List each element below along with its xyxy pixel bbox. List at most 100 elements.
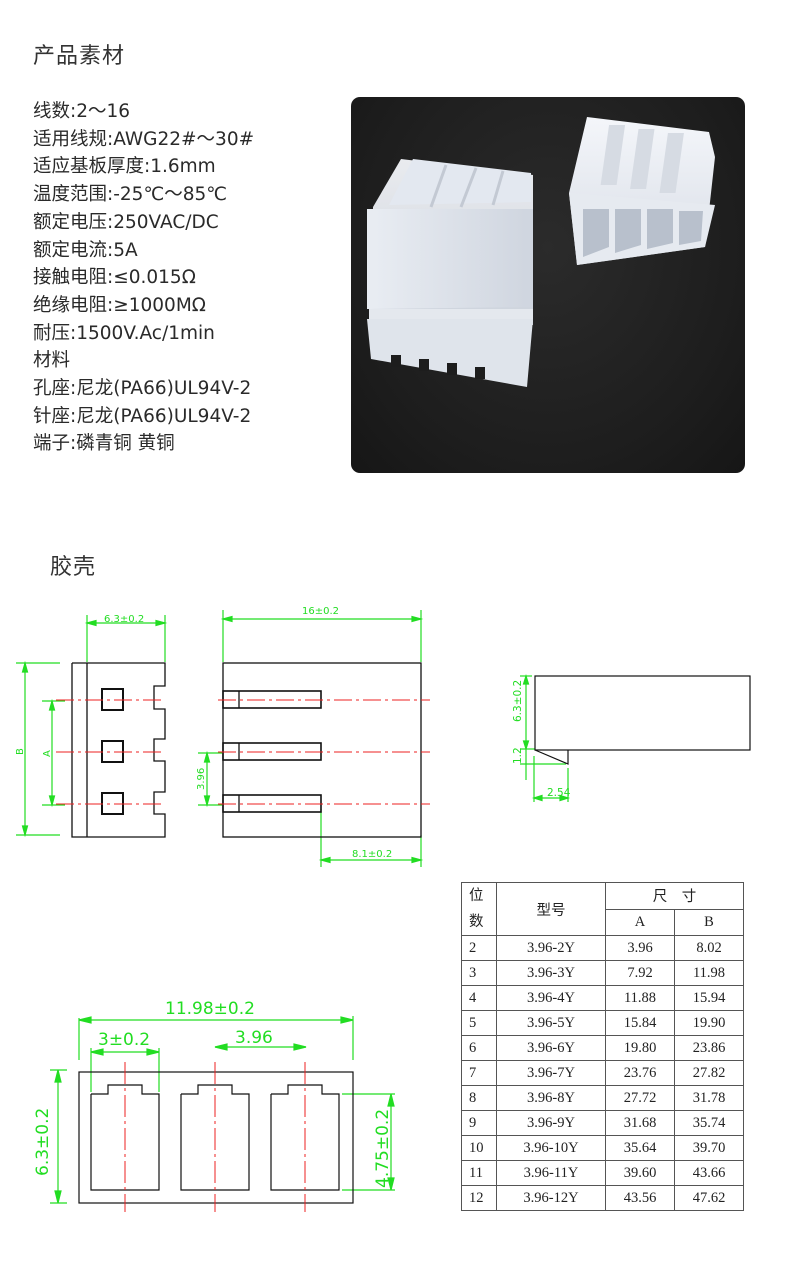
dim-label: 3.96 [196,768,207,790]
cell-a: 7.92 [605,960,675,986]
dim-label: 4.75±0.2 [373,1109,393,1188]
spec-line: 针座:尼龙(PA66)UL94V-2 [33,405,252,427]
dim-label: 3±0.2 [98,1030,150,1050]
cell-pos: 2 [461,935,497,961]
header-positions-bottom: 数 [469,914,484,930]
cell-pos: 10 [461,1135,497,1161]
spec-line: 耐压:1500V.Ac/1min [33,322,215,344]
material-section-title: 产品素材 [33,44,126,69]
dim-label: 16±0.2 [302,606,339,617]
spec-line: 绝缘电阻:≥1000MΩ [33,294,206,316]
cell-a: 11.88 [605,985,675,1011]
cell-b: 43.66 [674,1160,744,1186]
header-positions-top: 位 [469,888,484,904]
cell-a: 15.84 [605,1010,675,1036]
dim-label: 8.1±0.2 [352,849,392,860]
cell-b: 11.98 [674,960,744,986]
cell-a: 43.56 [605,1185,675,1211]
right-connector [569,117,715,265]
cell-b: 35.74 [674,1110,744,1136]
cell-pos: 6 [461,1035,497,1061]
housing-section-title: 胶壳 [50,555,97,580]
header-a: A [605,908,675,936]
spec-line: 端子:磷青铜 黄铜 [33,433,175,455]
spec-line: 额定电流:5A [33,239,138,261]
connector-illustration [367,117,715,387]
dim-label: 11.98±0.2 [165,999,255,1019]
spec-line: 线数:2～16 [33,101,131,122]
dim-label: A [42,750,53,757]
dim-label: B [15,748,26,755]
dim-label: 6.3±0.2 [33,1108,53,1176]
cell-model: 3.96-2Y [496,935,606,961]
cell-b: 15.94 [674,985,744,1011]
cell-a: 31.68 [605,1110,675,1136]
dim-label: 6.3±0.2 [104,614,144,625]
cell-pos: 11 [461,1160,497,1186]
cell-b: 31.78 [674,1085,744,1111]
housing-end-drawing: 11.98±0.2 3±0.2 3.96 6.3±0.2 4.75±0.2 [33,999,395,1212]
cell-a: 3.96 [605,935,675,961]
spec-line: 温度范围:-25℃～85℃ [33,184,228,206]
spec-line: 材料 [33,350,71,372]
cell-model: 3.96-4Y [496,985,606,1011]
dim-label: 3.96 [235,1028,273,1048]
spec-line: 孔座:尼龙(PA66)UL94V-2 [33,378,252,400]
cell-model: 3.96-5Y [496,1010,606,1036]
cell-model: 3.96-8Y [496,1085,606,1111]
housing-profile-drawing: 6.3±0.2 1.2 2.54 [512,673,751,802]
cell-pos: 9 [461,1110,497,1136]
cell-a: 19.80 [605,1035,675,1061]
cell-model: 3.96-12Y [496,1185,606,1211]
cell-b: 8.02 [674,935,744,961]
cell-model: 3.96-10Y [496,1135,606,1161]
cell-model: 3.96-6Y [496,1035,606,1061]
cell-b: 47.62 [674,1185,744,1211]
housing-front-side-drawing: 6.3±0.2 16±0.2 8.1±0.2 B A 3.96 [15,606,430,867]
cell-pos: 5 [461,1010,497,1036]
spec-list: 线数:2～16 适用线规:AWG22#～30# 适应基板厚度:1.6mm 温度范… [33,98,254,458]
cell-a: 23.76 [605,1060,675,1086]
cell-model: 3.96-3Y [496,960,606,986]
cell-a: 27.72 [605,1085,675,1111]
header-size: 尺 寸 [605,882,744,910]
cell-pos: 3 [461,960,497,986]
spec-line: 额定电压:250VAC/DC [33,211,219,233]
header-b: B [674,908,744,936]
cell-model: 3.96-11Y [496,1160,606,1186]
spec-line: 接触电阻:≤0.015Ω [33,267,196,289]
cell-pos: 7 [461,1060,497,1086]
cell-b: 39.70 [674,1135,744,1161]
cell-model: 3.96-7Y [496,1060,606,1086]
left-connector [367,159,533,387]
dim-label: 6.3±0.2 [512,680,524,722]
cell-a: 35.64 [605,1135,675,1161]
spec-line: 适用线规:AWG22#～30# [33,128,255,150]
cell-model: 3.96-9Y [496,1110,606,1136]
dim-label: 2.54 [547,787,571,799]
cell-pos: 12 [461,1185,497,1211]
spec-line: 适应基板厚度:1.6mm [33,156,216,178]
header-positions: 位 数 [461,882,497,936]
cell-pos: 4 [461,985,497,1011]
cell-pos: 8 [461,1085,497,1111]
cell-b: 27.82 [674,1060,744,1086]
cell-b: 23.86 [674,1035,744,1061]
dim-label: 1.2 [512,747,524,764]
header-model: 型号 [496,882,606,936]
product-photo [351,97,745,473]
cell-a: 39.60 [605,1160,675,1186]
cell-b: 19.90 [674,1010,744,1036]
